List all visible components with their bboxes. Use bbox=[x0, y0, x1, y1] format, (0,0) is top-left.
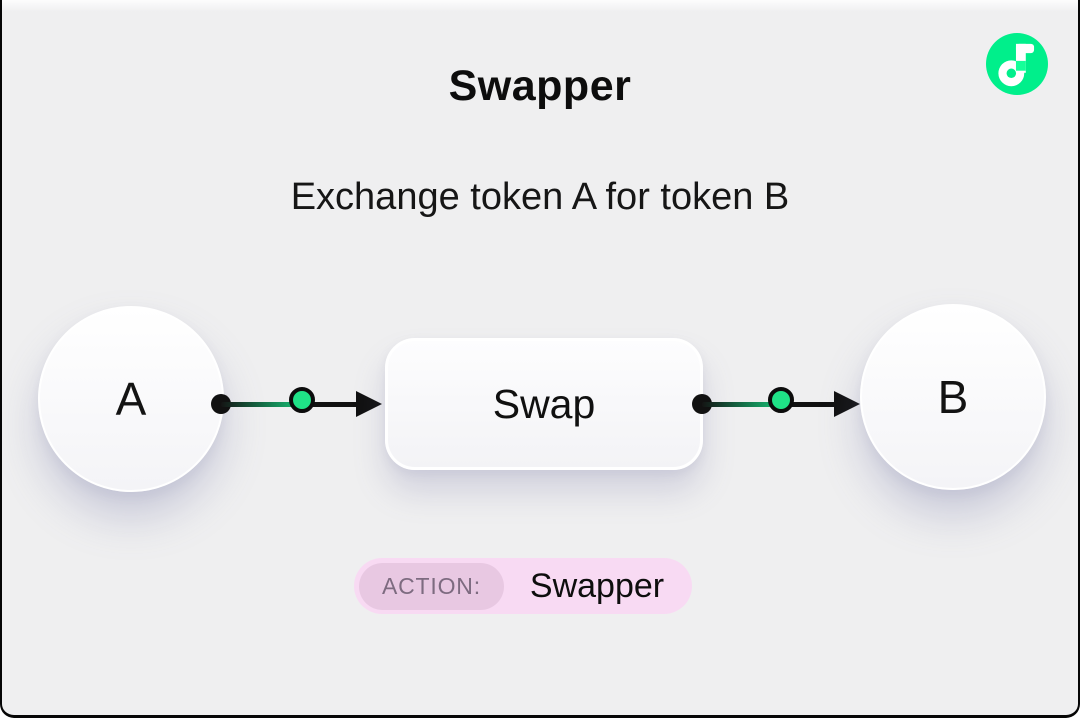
swap-process-box: Swap bbox=[385, 338, 703, 470]
connector-a-line-gradient bbox=[221, 402, 307, 407]
token-b-node: B bbox=[860, 304, 1046, 490]
token-a-label: A bbox=[115, 373, 147, 425]
connector-b-line bbox=[782, 402, 840, 407]
token-b-label: B bbox=[937, 371, 969, 423]
connector-b-green-node bbox=[768, 387, 794, 413]
page-subtitle: Exchange token A for token B bbox=[290, 176, 790, 218]
token-a-node: A bbox=[38, 306, 224, 492]
swap-process-label: Swap bbox=[492, 380, 596, 427]
flow-logo-icon bbox=[986, 33, 1048, 95]
page-title: Swapper bbox=[448, 62, 632, 110]
connector-b-line-gradient bbox=[702, 402, 786, 407]
action-badge-value: Swapper bbox=[529, 566, 665, 605]
action-badge-label: ACTION: bbox=[359, 562, 504, 610]
action-badge: ACTION: Swapper bbox=[354, 558, 693, 614]
connector-a-line bbox=[302, 402, 362, 407]
connector-b-arrowhead-icon bbox=[834, 391, 860, 417]
connector-a-green-node bbox=[289, 387, 315, 413]
connector-a-arrowhead-icon bbox=[356, 391, 382, 417]
